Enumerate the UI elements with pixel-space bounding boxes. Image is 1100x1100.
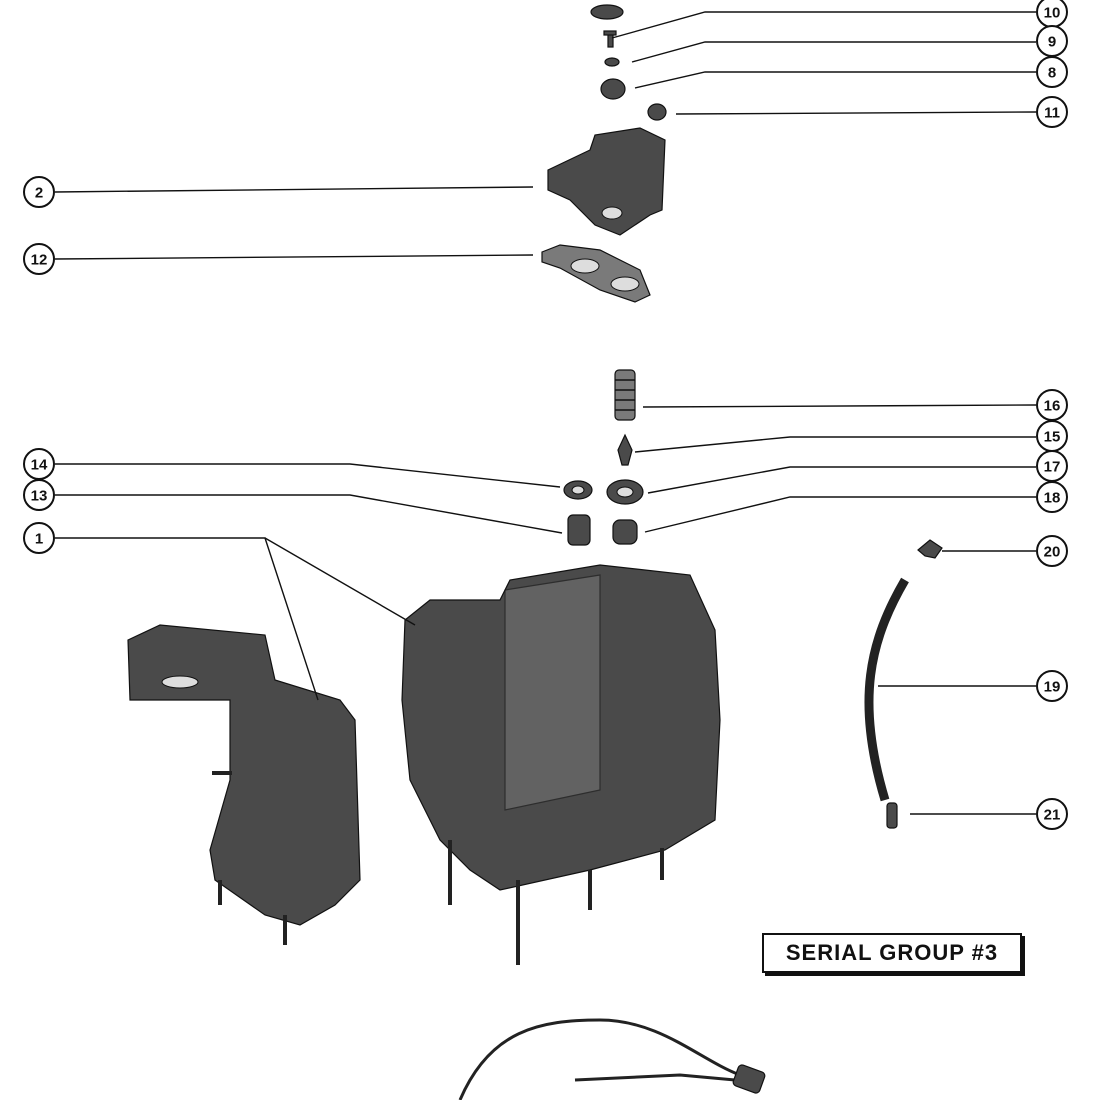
leader-line	[634, 71, 1036, 89]
callout-number: 12	[31, 252, 48, 269]
callout-11-bushing: 11	[675, 96, 1068, 128]
part-fitting-13	[567, 514, 591, 546]
callout-number: 13	[31, 488, 48, 505]
leader-line	[644, 496, 1036, 533]
part-seal-17	[606, 479, 644, 505]
leader-line	[642, 404, 1037, 408]
callout-19-hose: 19	[878, 670, 1068, 702]
part-bushing-11	[647, 103, 667, 121]
part-washer	[604, 57, 620, 67]
part-cover	[547, 127, 666, 236]
callout-bubble	[1036, 56, 1068, 88]
callout-number: 15	[1044, 429, 1061, 446]
leader-line	[54, 254, 534, 260]
callout-bubble	[1036, 535, 1068, 567]
callout-number: 21	[1044, 807, 1061, 824]
leader-line	[647, 466, 1036, 494]
callout-18-bushing: 18	[644, 481, 1068, 533]
callout-bubble	[1036, 481, 1068, 513]
leader-line	[675, 111, 1037, 115]
callout-number: 14	[31, 457, 48, 474]
callout-number: 1	[35, 531, 43, 548]
part-seal-14	[563, 480, 593, 500]
callout-bubble	[23, 243, 55, 275]
callout-number: 19	[1044, 679, 1061, 696]
leader-line	[264, 537, 416, 626]
callout-12-gasket: 12	[23, 243, 534, 275]
callout-number: 2	[35, 185, 43, 202]
callout-number: 11	[1044, 105, 1060, 122]
callout-10-cap: 10	[611, 0, 1068, 39]
callout-number: 18	[1044, 490, 1061, 507]
serial-group-label: SERIAL GROUP #3	[762, 933, 1022, 973]
leader-line	[55, 494, 563, 534]
leader-line	[55, 463, 561, 488]
part-housing-main	[401, 564, 721, 965]
part-cap	[590, 4, 624, 20]
callout-number: 9	[1048, 34, 1056, 51]
leader-line	[54, 186, 534, 193]
callout-15-valve: 15	[634, 420, 1068, 453]
callout-16-spring: 16	[642, 389, 1068, 421]
part-valve	[617, 433, 633, 466]
part-hose	[864, 577, 909, 802]
part-screw	[603, 30, 617, 48]
part-gasket	[541, 244, 651, 303]
callout-17-seal: 17	[647, 450, 1068, 494]
callout-bubble	[23, 176, 55, 208]
callout-number: 10	[1044, 5, 1061, 22]
leader-line	[634, 436, 1036, 453]
callout-21-connector: 21	[910, 798, 1068, 830]
callout-14-seal: 14	[23, 448, 561, 488]
callout-bubble	[23, 479, 55, 511]
callout-2-cover: 2	[23, 176, 534, 208]
callout-number: 17	[1044, 459, 1061, 476]
callout-20-elbow-fitting: 20	[942, 535, 1068, 567]
part-bushing-18	[612, 519, 638, 545]
part-housing-left	[127, 624, 361, 945]
part-connector	[886, 802, 898, 829]
callout-number: 20	[1044, 544, 1061, 561]
callout-number: 8	[1048, 65, 1056, 82]
leader-line	[611, 11, 1036, 39]
callout-bubble	[1036, 670, 1068, 702]
part-elbow-fitting	[917, 539, 943, 559]
callout-bubble	[1036, 96, 1068, 128]
part-bushing-8	[600, 78, 626, 100]
callout-1-housing: 1	[23, 522, 416, 701]
callout-9-screw: 9	[631, 25, 1068, 63]
part-spring	[614, 369, 636, 421]
callout-8-washer: 8	[634, 56, 1068, 89]
leader-line	[631, 41, 1036, 63]
callout-bubble	[1036, 798, 1068, 830]
callout-bubble	[23, 522, 55, 554]
callout-13-fitting: 13	[23, 479, 563, 534]
part-wire-harness	[458, 1018, 766, 1100]
callout-number: 16	[1044, 398, 1061, 415]
